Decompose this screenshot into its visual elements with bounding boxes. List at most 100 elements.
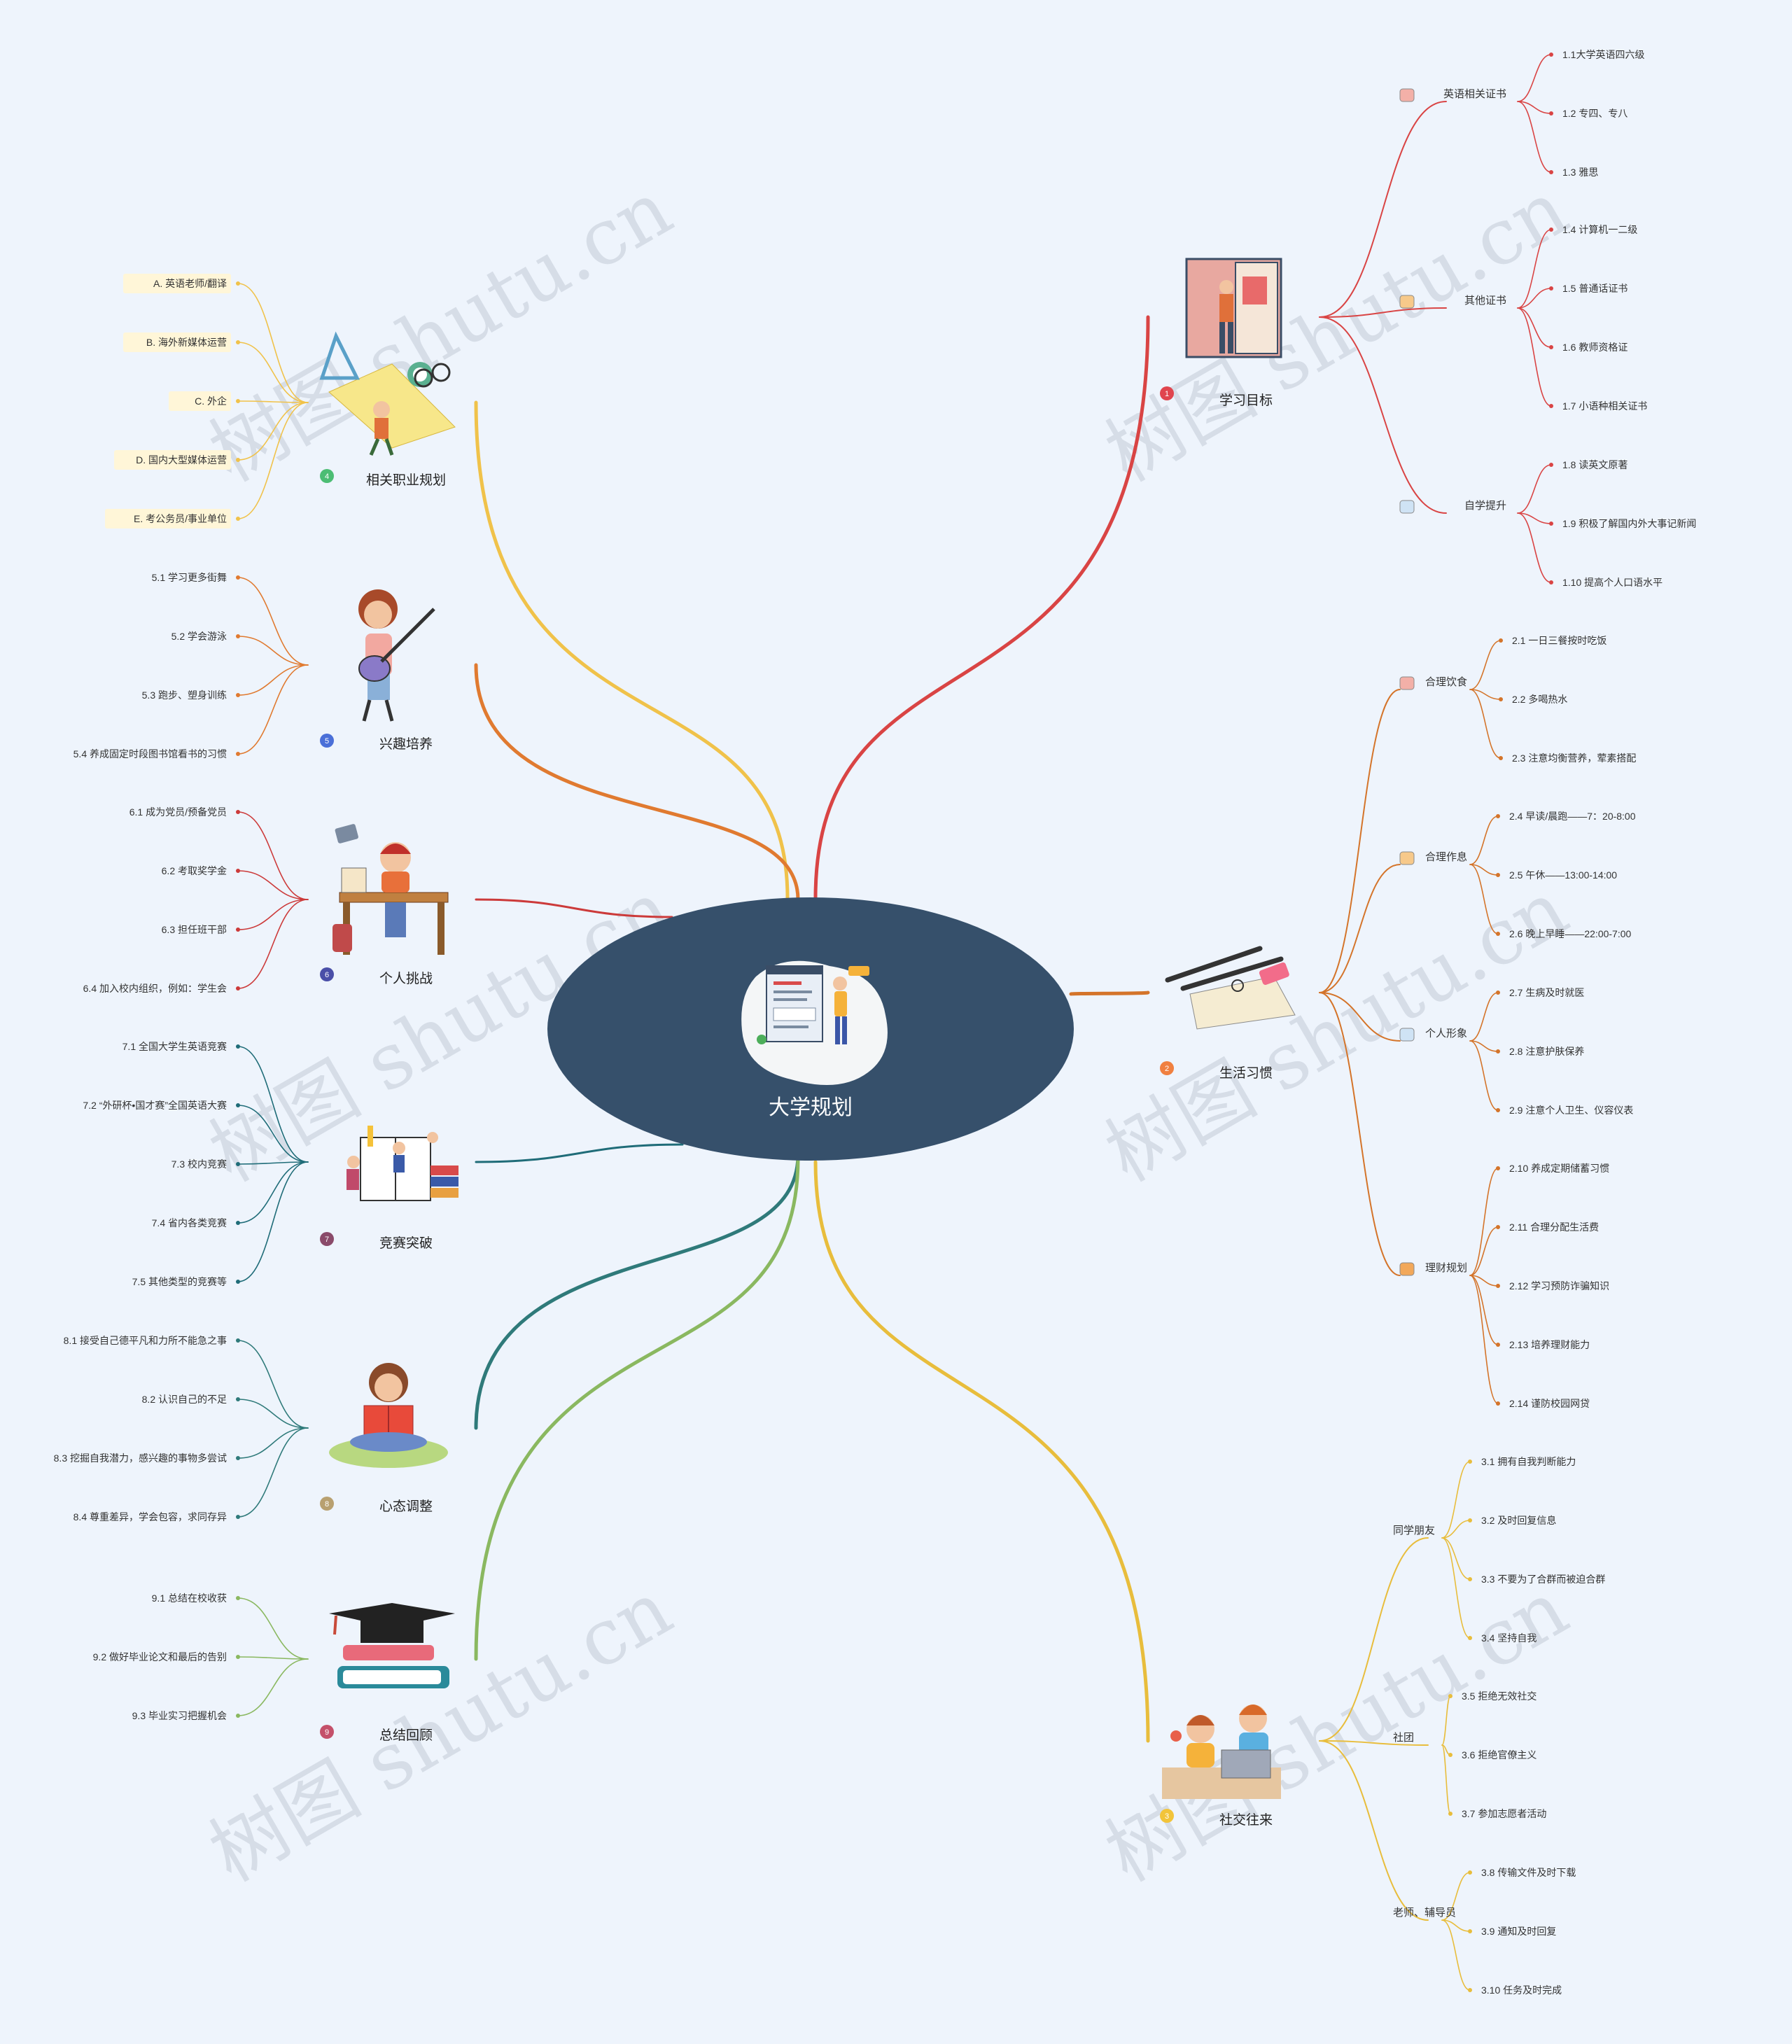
leaf-node: 1.4 计算机一二级 bbox=[1562, 224, 1637, 235]
main-branch-link bbox=[1069, 990, 1150, 996]
branch-number-badge: 2 bbox=[1160, 1061, 1174, 1075]
leaf-link bbox=[1469, 1275, 1499, 1287]
leaf-node: 8.4 尊重差异，学会包容，求同存异 bbox=[74, 1511, 227, 1522]
sub-branch-link bbox=[1319, 1740, 1429, 1746]
leaf-node: 2.14 谨防校园网贷 bbox=[1509, 1398, 1590, 1409]
leaf-dot bbox=[236, 1280, 240, 1284]
leaf-node: 8.3 挖掘自我潜力，感兴趣的事物多尝试 bbox=[54, 1452, 227, 1464]
ruler-illustration bbox=[319, 331, 456, 456]
leaf-link bbox=[237, 811, 309, 900]
leaf-link bbox=[237, 1105, 309, 1163]
leaf-node: 2.1 一日三餐按时吃饭 bbox=[1512, 635, 1606, 646]
leaf-node: 3.9 通知及时回复 bbox=[1481, 1926, 1556, 1937]
leaf-node: 2.6 晚上早睡——22:00-7:00 bbox=[1509, 928, 1632, 939]
leaf-dot bbox=[236, 1596, 240, 1600]
leaf-dot bbox=[1549, 404, 1553, 408]
leaf-link bbox=[1469, 816, 1499, 865]
leaf-highlight bbox=[169, 391, 231, 411]
branch-number-badge: 7 bbox=[320, 1232, 334, 1246]
badge-circle bbox=[320, 734, 334, 748]
leaf-node: 3.5 拒绝无效社交 bbox=[1462, 1690, 1536, 1702]
sub-node-label: 合理饮食 bbox=[1425, 676, 1467, 688]
badge-number: 2 bbox=[1165, 1065, 1169, 1073]
leaf-link bbox=[1517, 54, 1552, 102]
leaf-link bbox=[1517, 464, 1552, 514]
leaf-link bbox=[1469, 689, 1502, 759]
branch-number-badge: 8 bbox=[320, 1497, 334, 1511]
leaf-dot bbox=[1499, 756, 1503, 760]
leaf-dot bbox=[236, 340, 240, 344]
leaf-link bbox=[1469, 689, 1502, 700]
leaf-node: E. 考公务员/事业单位 bbox=[134, 513, 227, 524]
leaf-node: B. 海外新媒体运营 bbox=[146, 337, 227, 348]
leaf-link bbox=[237, 1340, 309, 1429]
leaf-link bbox=[237, 1658, 309, 1716]
leaf-node: 7.1 全国大学生英语竞赛 bbox=[122, 1041, 227, 1052]
center-node[interactable]: 大学规划 bbox=[547, 897, 1074, 1161]
sub-branch-link bbox=[1319, 864, 1401, 993]
main-node-label: 社交往来 bbox=[1219, 1812, 1273, 1828]
sub-node-icon bbox=[1399, 1028, 1415, 1042]
watermark-text: 树图 shutu.cn bbox=[1091, 1564, 1582, 1899]
leaf-node: 3.10 任务及时完成 bbox=[1481, 1984, 1562, 1996]
center-title: 大学规划 bbox=[769, 1096, 853, 1119]
leaf-dot bbox=[1496, 1343, 1500, 1347]
leaf-dot bbox=[1496, 1284, 1500, 1288]
sub-branch-link bbox=[1319, 101, 1447, 318]
leaf-node: 3.3 不要为了合群而被迫合群 bbox=[1481, 1574, 1605, 1585]
leaf-node: 3.6 拒绝官僚主义 bbox=[1462, 1749, 1536, 1760]
leaf-link bbox=[1469, 864, 1499, 876]
leaf-dot bbox=[1549, 111, 1553, 115]
leaf-dot bbox=[1496, 1225, 1500, 1229]
leaf-link bbox=[1469, 1040, 1499, 1111]
leaf-dot bbox=[236, 693, 240, 697]
leaf-link bbox=[1469, 1275, 1499, 1345]
center-illustration bbox=[741, 960, 888, 1085]
leaf-node: D. 国内大型媒体运营 bbox=[136, 454, 227, 465]
leaf-dot bbox=[1468, 1988, 1472, 1992]
sub-node-label: 老师、辅导员 bbox=[1393, 1907, 1456, 1919]
leaf-dot bbox=[1549, 286, 1553, 290]
leaf-link bbox=[237, 1046, 309, 1163]
leaf-link bbox=[1517, 229, 1552, 309]
leaf-dot bbox=[1496, 814, 1500, 818]
leaf-link bbox=[1469, 1040, 1499, 1052]
main-branch-link bbox=[813, 1160, 1150, 1743]
cap-illustration bbox=[329, 1603, 455, 1688]
leaf-dot bbox=[236, 517, 240, 521]
leaf-dot bbox=[1496, 1166, 1500, 1170]
leaf-dot bbox=[236, 1162, 240, 1166]
leaf-dot bbox=[1448, 1753, 1452, 1757]
main-node-label: 生活习惯 bbox=[1219, 1065, 1273, 1081]
sub-branch-link bbox=[1319, 1740, 1429, 1921]
leaf-link bbox=[237, 342, 309, 403]
leaf-dot bbox=[1549, 170, 1553, 174]
leaf-dot bbox=[236, 810, 240, 814]
leaf-node: C. 外企 bbox=[195, 396, 227, 407]
leaf-node: 7.4 省内各类竞赛 bbox=[152, 1217, 227, 1228]
leaf-node: 5.4 养成固定时段图书馆看书的习惯 bbox=[74, 748, 227, 760]
leaf-link bbox=[1517, 307, 1552, 407]
sub-node-icon bbox=[1399, 295, 1415, 309]
leaf-link bbox=[1469, 992, 1499, 1042]
leaf-dot bbox=[1549, 52, 1553, 57]
sub-node-label: 英语相关证书 bbox=[1443, 88, 1506, 100]
badge-circle bbox=[320, 1232, 334, 1246]
pencil-illustration bbox=[1165, 946, 1296, 1030]
leaf-node: 9.2 做好毕业论文和最后的告别 bbox=[93, 1651, 227, 1662]
badge-number: 9 bbox=[325, 1728, 329, 1737]
branch-number-badge: 3 bbox=[1160, 1809, 1174, 1823]
leaf-dot bbox=[1549, 345, 1553, 349]
sub-branch-link bbox=[1319, 992, 1401, 1276]
sub-branch-link bbox=[1319, 689, 1401, 993]
main-node-label: 兴趣培养 bbox=[379, 736, 433, 752]
leaf-link bbox=[237, 400, 309, 403]
leaf-dot bbox=[236, 1338, 240, 1343]
leaf-node: 3.2 及时回复信息 bbox=[1481, 1515, 1556, 1526]
leaf-node: 7.3 校内竞赛 bbox=[172, 1158, 227, 1170]
leaf-node: 6.3 担任班干部 bbox=[162, 924, 227, 935]
leaf-link bbox=[1517, 512, 1552, 583]
leaf-link bbox=[237, 1656, 309, 1660]
badge-circle bbox=[1160, 1061, 1174, 1075]
leaf-node: 1.8 读英文原著 bbox=[1562, 459, 1628, 470]
